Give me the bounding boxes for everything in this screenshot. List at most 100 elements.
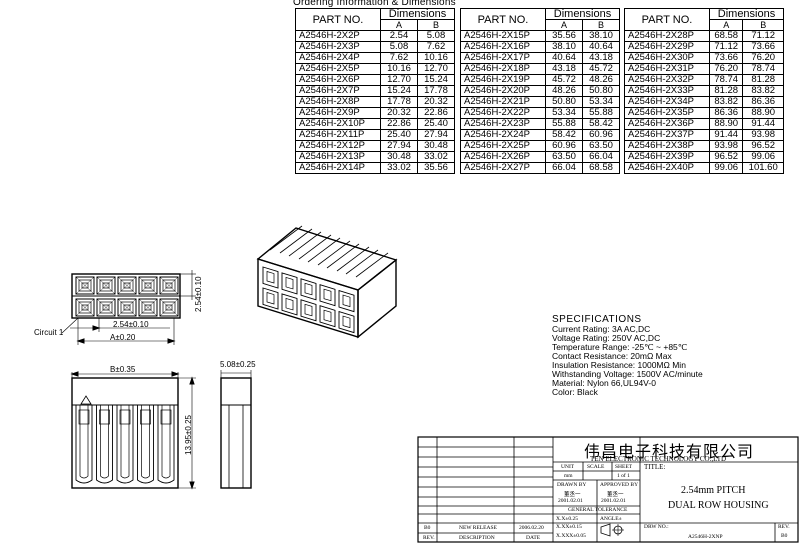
dimension-b: 101.60 <box>742 162 784 174</box>
iso-cavity <box>300 299 317 322</box>
contact-slot <box>75 405 93 484</box>
title-line-1: 2.54mm PITCH <box>681 485 746 496</box>
dimension-a: 66.04 <box>545 162 583 174</box>
dimension-b: 68.58 <box>582 162 620 174</box>
spec-line: Withstanding Voltage: 1500V AC/minute <box>552 369 703 379</box>
tolerance-2: X.XX±0.15 <box>556 524 582 530</box>
isometric-view <box>256 225 398 339</box>
b-dim: B±0.35 <box>110 365 136 374</box>
a-dim: A±0.20 <box>110 333 136 342</box>
part-number: A2546H-2X27P <box>460 162 546 174</box>
iso-cavity <box>262 266 279 289</box>
top-view <box>61 270 196 345</box>
drawn-label: DRAWN BY <box>557 482 587 488</box>
approved-label: APPROVED BY <box>600 482 639 488</box>
pitch-height-dim: 2.54±0.10 <box>194 276 203 312</box>
angle-label: ANGLE± <box>600 516 622 522</box>
iso-cavity <box>338 310 355 334</box>
spec-line: Insulation Resistance: 1000MΩ Min <box>552 360 686 370</box>
ordering-heading: Ordering Information & Dimensions <box>293 0 456 8</box>
unit-value: mm <box>564 473 573 479</box>
iso-cavity <box>281 293 298 316</box>
drw-value: A2546H-2XNP <box>688 534 723 540</box>
circuit-label: Circuit 1 <box>34 328 64 337</box>
spec-line: Color: Black <box>552 387 598 397</box>
rev-label: REV. <box>778 524 790 530</box>
iso-cavity <box>262 287 279 310</box>
iso-cavity <box>319 305 336 328</box>
rev-value: B0 <box>781 533 788 539</box>
scale-label: SCALE <box>587 464 605 470</box>
pitch-width-dim: 2.54±0.10 <box>113 320 149 329</box>
part-number: A2546H-2X14P <box>295 162 381 174</box>
pin-cavity <box>96 298 116 317</box>
iso-cavity <box>281 272 298 295</box>
pin-cavity <box>75 298 95 317</box>
header-rev: REV. <box>423 535 435 541</box>
spec-line: Voltage Rating: 250V AC,DC <box>552 333 661 343</box>
sheet-value: 1 of 1 <box>617 473 630 479</box>
dimension-a: 33.02 <box>380 162 418 174</box>
pin-cavity <box>138 298 158 317</box>
sheet-label: SHEET <box>615 464 633 470</box>
approved-date: 2001.02.01 <box>601 498 626 504</box>
iso-cavity <box>338 289 355 313</box>
pin-cavity <box>117 298 137 317</box>
side-view <box>220 370 252 489</box>
header-date: DATE <box>526 535 541 541</box>
tolerance-1: X.X±0.25 <box>556 516 578 522</box>
pin-cavity <box>75 276 95 295</box>
title-block-lines <box>417 436 799 543</box>
dimension-b: 22.86 <box>417 107 455 119</box>
iso-cavity <box>319 284 336 307</box>
header-description: DESCRIPTION <box>459 535 495 541</box>
pin-cavity <box>138 276 158 295</box>
pin-cavity <box>159 298 179 317</box>
spec-line: Contact Resistance: 20mΩ Max <box>552 351 672 361</box>
dimension-b: 10.16 <box>417 52 455 64</box>
depth-dim: 5.08±0.25 <box>220 360 256 369</box>
contact-slot <box>96 405 113 484</box>
rev-row-description: NEW RELEASE <box>459 525 497 531</box>
title-line-2: DUAL ROW HOUSING <box>668 500 769 511</box>
title-label: TITLE: <box>644 463 666 471</box>
specs-title: SPECIFICATIONS <box>552 314 642 325</box>
unit-label: UNIT <box>561 464 575 470</box>
tolerance-label: GENERAL TOLERANCE <box>568 507 628 513</box>
contact-slot <box>157 405 175 484</box>
spec-line: Current Rating: 3A AC,DC <box>552 324 651 334</box>
company-name-en: TEN ELECTRONIC TECHNOLOGY CO.,LTD <box>590 455 727 463</box>
pin-cavity <box>117 276 137 295</box>
front-view <box>70 371 196 490</box>
dimension-a: 99.06 <box>708 162 744 174</box>
contact-slot <box>137 405 154 484</box>
drawn-name: 董丞一 <box>564 492 581 498</box>
drawn-date: 2001.02.01 <box>558 498 583 504</box>
